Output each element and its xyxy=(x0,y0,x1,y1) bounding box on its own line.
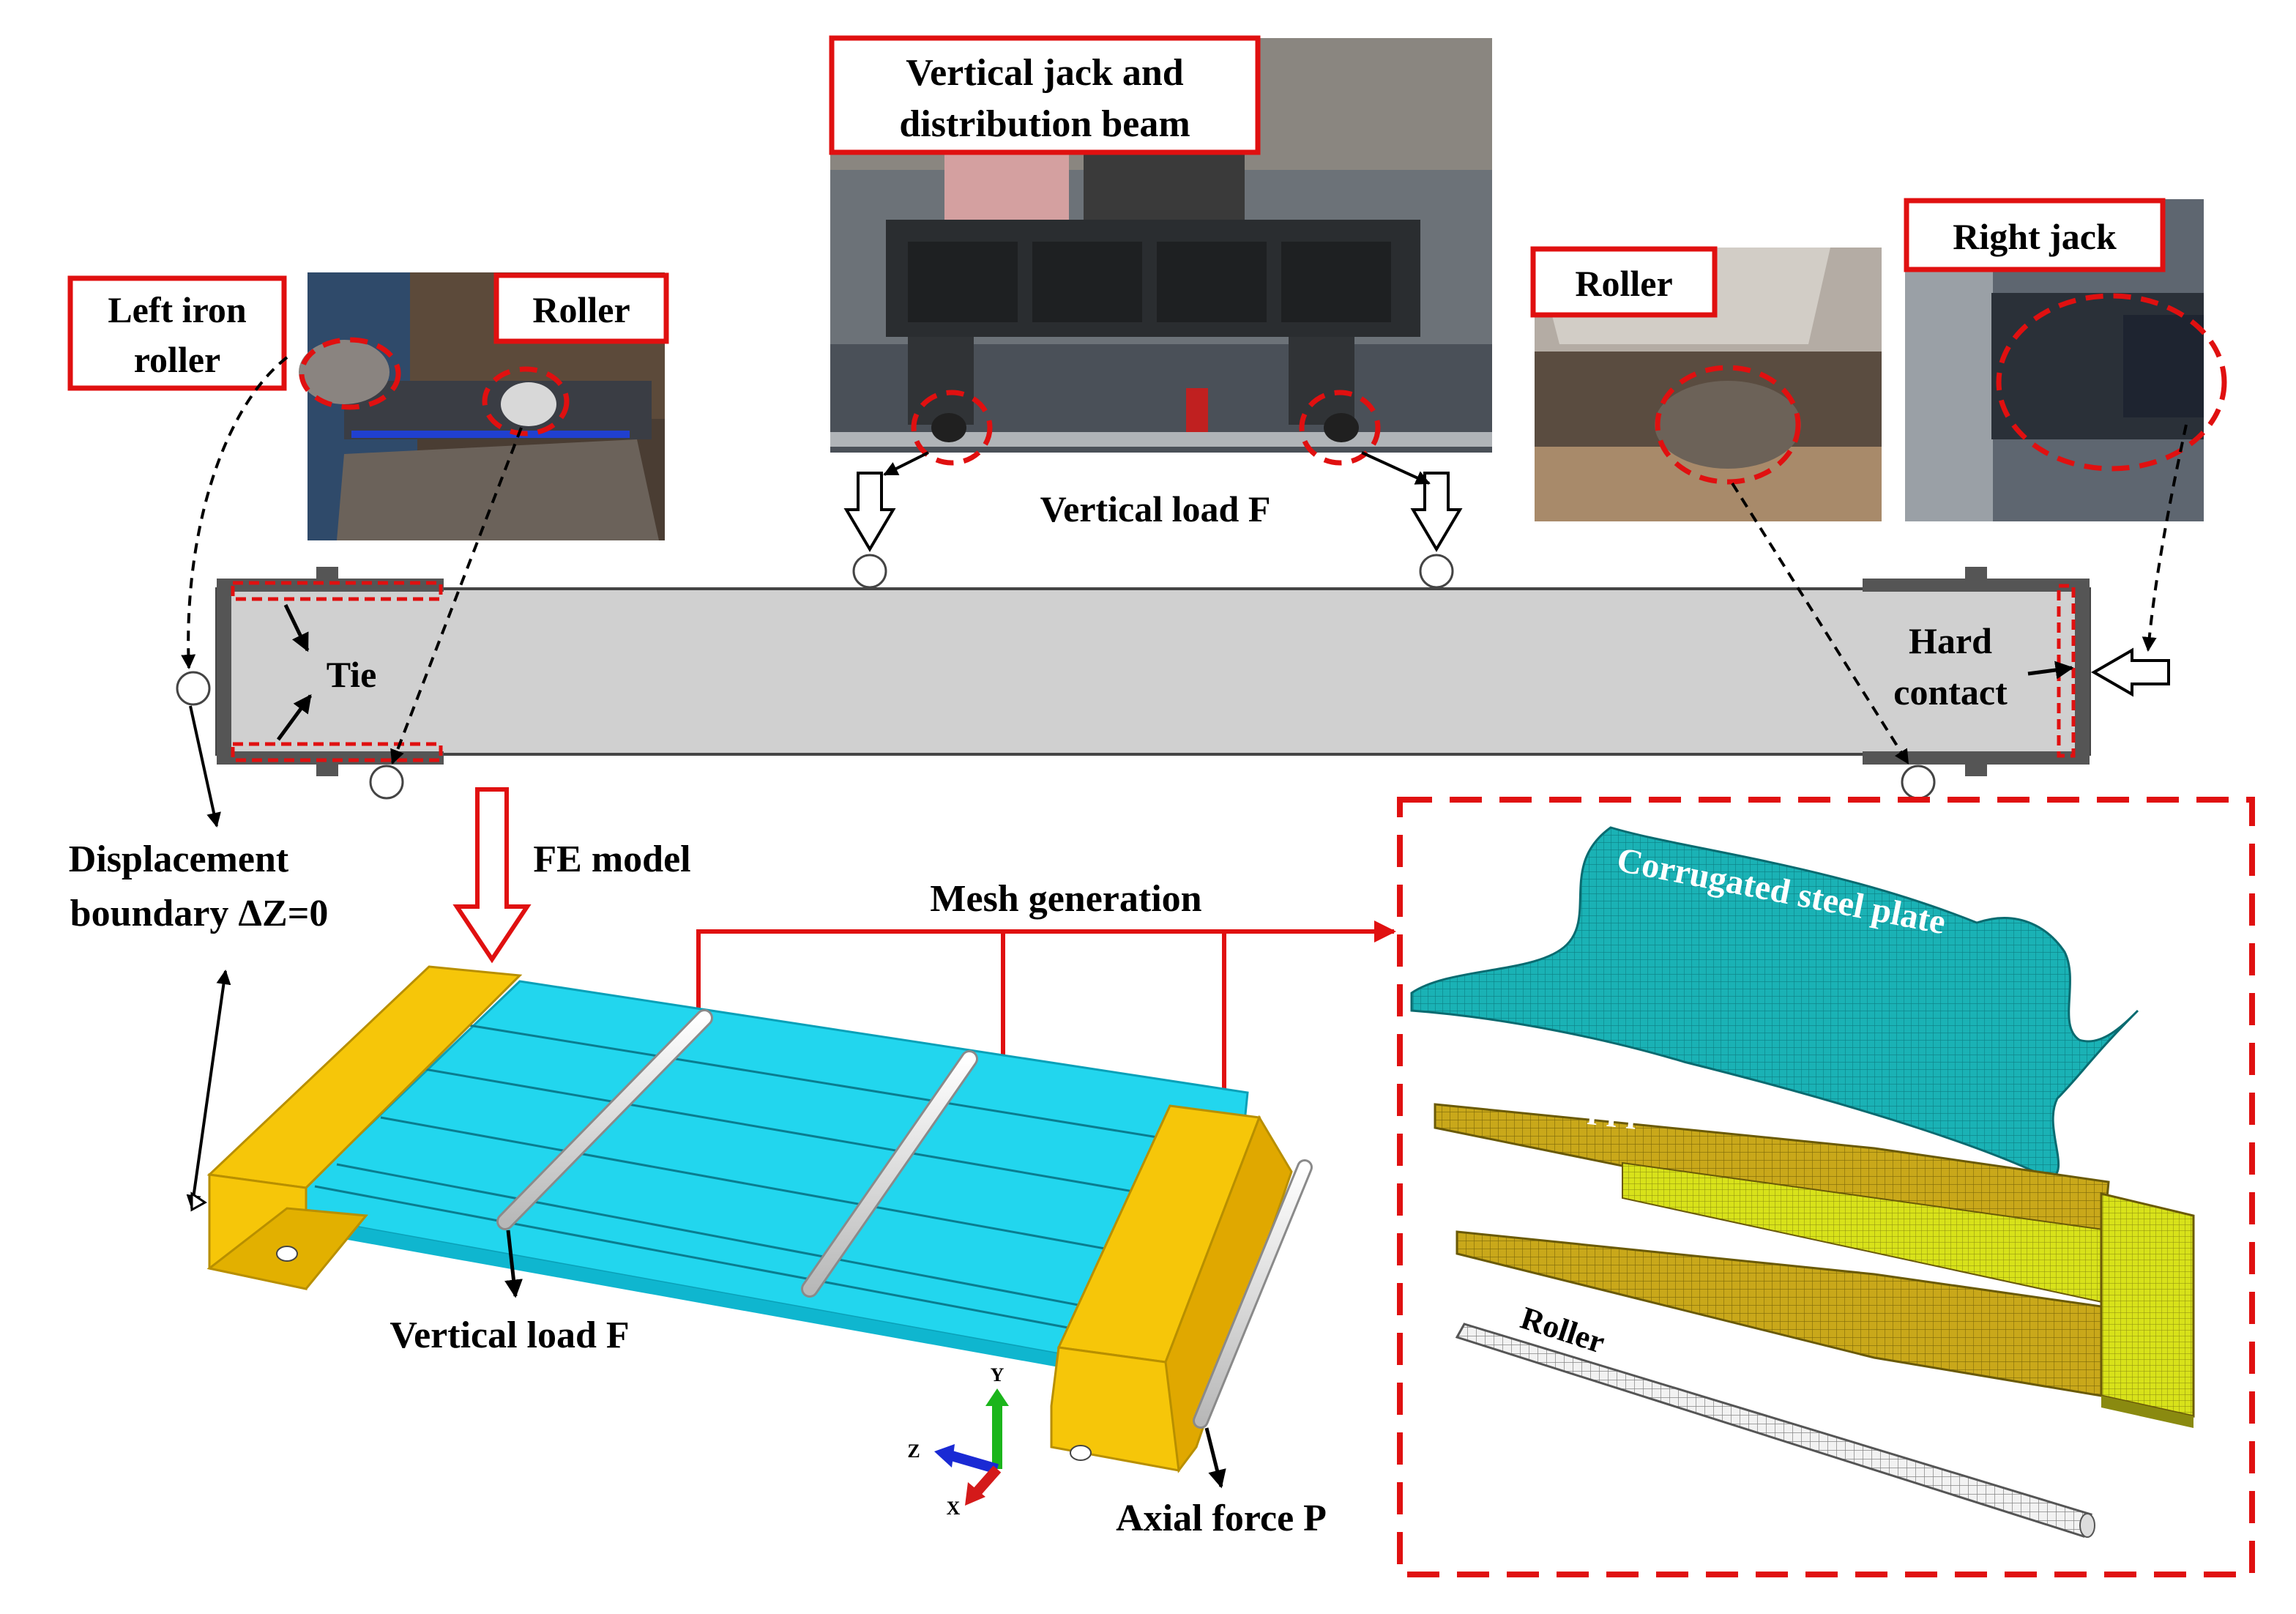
label-roller-left: Roller xyxy=(493,272,669,344)
axis-x-label: X xyxy=(947,1498,961,1519)
label-right-jack-text: Right jack xyxy=(1953,216,2117,257)
label-jack-line1: Vertical jack and xyxy=(906,52,1183,94)
label-displacement-line1: Displacement xyxy=(69,838,289,880)
label-axial-force: Axial force P xyxy=(1116,1498,1327,1539)
axis-triad: Y Z X xyxy=(907,1364,1009,1519)
label-roller-right-text: Roller xyxy=(1575,263,1672,304)
axis-z-label: Z xyxy=(907,1440,920,1462)
mesh-panel xyxy=(1397,797,2255,1577)
label-fe-model: FE model xyxy=(533,838,690,880)
label-hard-line2: contact xyxy=(1893,672,2008,713)
label-tie: Tie xyxy=(327,654,377,695)
label-vertical-load-top: Vertical load F xyxy=(1040,488,1271,529)
label-roller-left-text: Roller xyxy=(532,289,630,330)
label-vertical-load-fe: Vertical load F xyxy=(390,1314,629,1356)
label-right-jack: Right jack xyxy=(1904,198,2166,272)
axis-y-label: Y xyxy=(991,1364,1004,1386)
label-displacement-line2: boundary ΔZ=0 xyxy=(70,893,329,934)
label-left-iron-roller: Left iron roller xyxy=(67,275,287,391)
label-mesh-generation: Mesh generation xyxy=(930,878,1201,920)
label-vertical-jack: Vertical jack and distribution beam xyxy=(829,35,1261,155)
label-left-line2: roller xyxy=(134,339,220,380)
label-jack-line2: distribution beam xyxy=(899,103,1190,145)
label-roller-right: Roller xyxy=(1530,246,1718,318)
label-left-line1: Left iron xyxy=(108,289,247,330)
fe-model-3d xyxy=(190,965,1313,1473)
label-hard-line1: Hard xyxy=(1909,620,1992,661)
